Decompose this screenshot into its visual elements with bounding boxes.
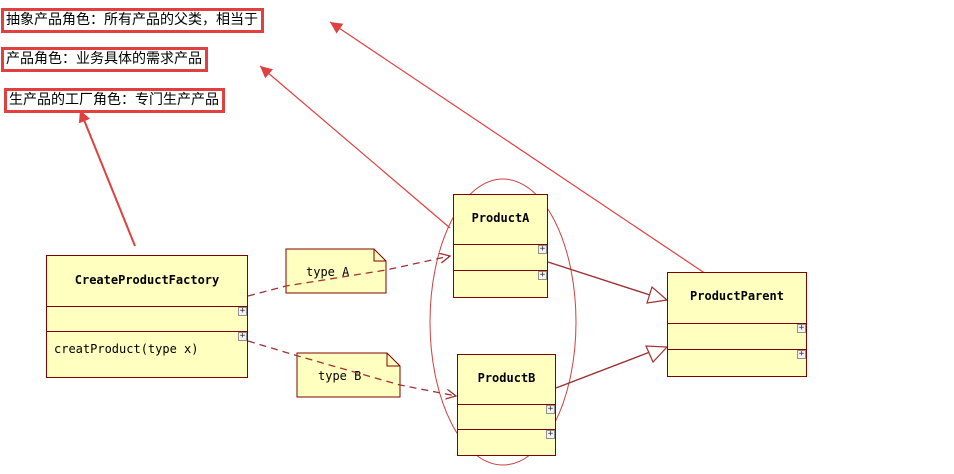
expand-icon[interactable]: + bbox=[238, 331, 247, 341]
product-group-ellipse bbox=[429, 178, 577, 466]
expand-icon[interactable]: + bbox=[538, 244, 547, 254]
attributes-section: + bbox=[454, 245, 547, 271]
expand-icon[interactable]: + bbox=[546, 404, 555, 414]
attributes-section: + bbox=[458, 405, 555, 430]
operations-section: + creatProduct(type x) bbox=[47, 332, 247, 377]
generalization-a-arrowhead bbox=[646, 285, 669, 304]
expand-icon[interactable]: + bbox=[546, 429, 555, 439]
operations-section: + bbox=[668, 350, 806, 376]
pointer-abstract-product bbox=[329, 21, 719, 283]
pointer-factory-role bbox=[78, 109, 136, 247]
generalization-b-arrowhead bbox=[645, 345, 669, 364]
expand-icon[interactable]: + bbox=[797, 323, 806, 333]
operations-section: + bbox=[454, 271, 547, 297]
annotation-factory-role: 生产品的工厂角色：专门生产产品 bbox=[4, 88, 225, 113]
attributes-section: + bbox=[668, 324, 806, 350]
generalization-b-to-parent bbox=[555, 351, 651, 389]
generalization-a-to-parent bbox=[547, 261, 651, 296]
class-name: ProductA bbox=[454, 195, 547, 245]
class-product-parent[interactable]: ProductParent + + bbox=[667, 272, 807, 377]
note-type-b-label: type B bbox=[318, 369, 361, 383]
class-product-a[interactable]: ProductA + + bbox=[453, 194, 548, 298]
note-type-a[interactable]: type A bbox=[285, 248, 387, 294]
expand-icon[interactable]: + bbox=[797, 349, 806, 359]
dependency-factory-to-product-b bbox=[247, 340, 456, 396]
pointer-product-role bbox=[259, 65, 451, 229]
annotation-abstract-product: 抽象产品角色：所有产品的父类，相当于 bbox=[1, 8, 264, 33]
note-type-b[interactable]: type B bbox=[296, 352, 401, 398]
expand-icon[interactable]: + bbox=[238, 306, 247, 316]
operations-section: + bbox=[458, 430, 555, 455]
attributes-section: + bbox=[47, 307, 247, 332]
class-name: ProductParent bbox=[668, 273, 806, 324]
dependency-factory-to-product-a bbox=[247, 256, 450, 297]
class-product-b[interactable]: ProductB + + bbox=[457, 354, 556, 456]
note-type-a-label: type A bbox=[306, 265, 350, 279]
operation-creat-product: creatProduct(type x) bbox=[54, 342, 199, 356]
annotation-product-role: 产品角色：业务具体的需求产品 bbox=[1, 47, 208, 72]
class-name: ProductB bbox=[458, 355, 555, 405]
class-name: CreateProductFactory bbox=[47, 256, 247, 307]
expand-icon[interactable]: + bbox=[538, 270, 547, 280]
class-create-product-factory[interactable]: CreateProductFactory + + creatProduct(ty… bbox=[46, 255, 248, 378]
